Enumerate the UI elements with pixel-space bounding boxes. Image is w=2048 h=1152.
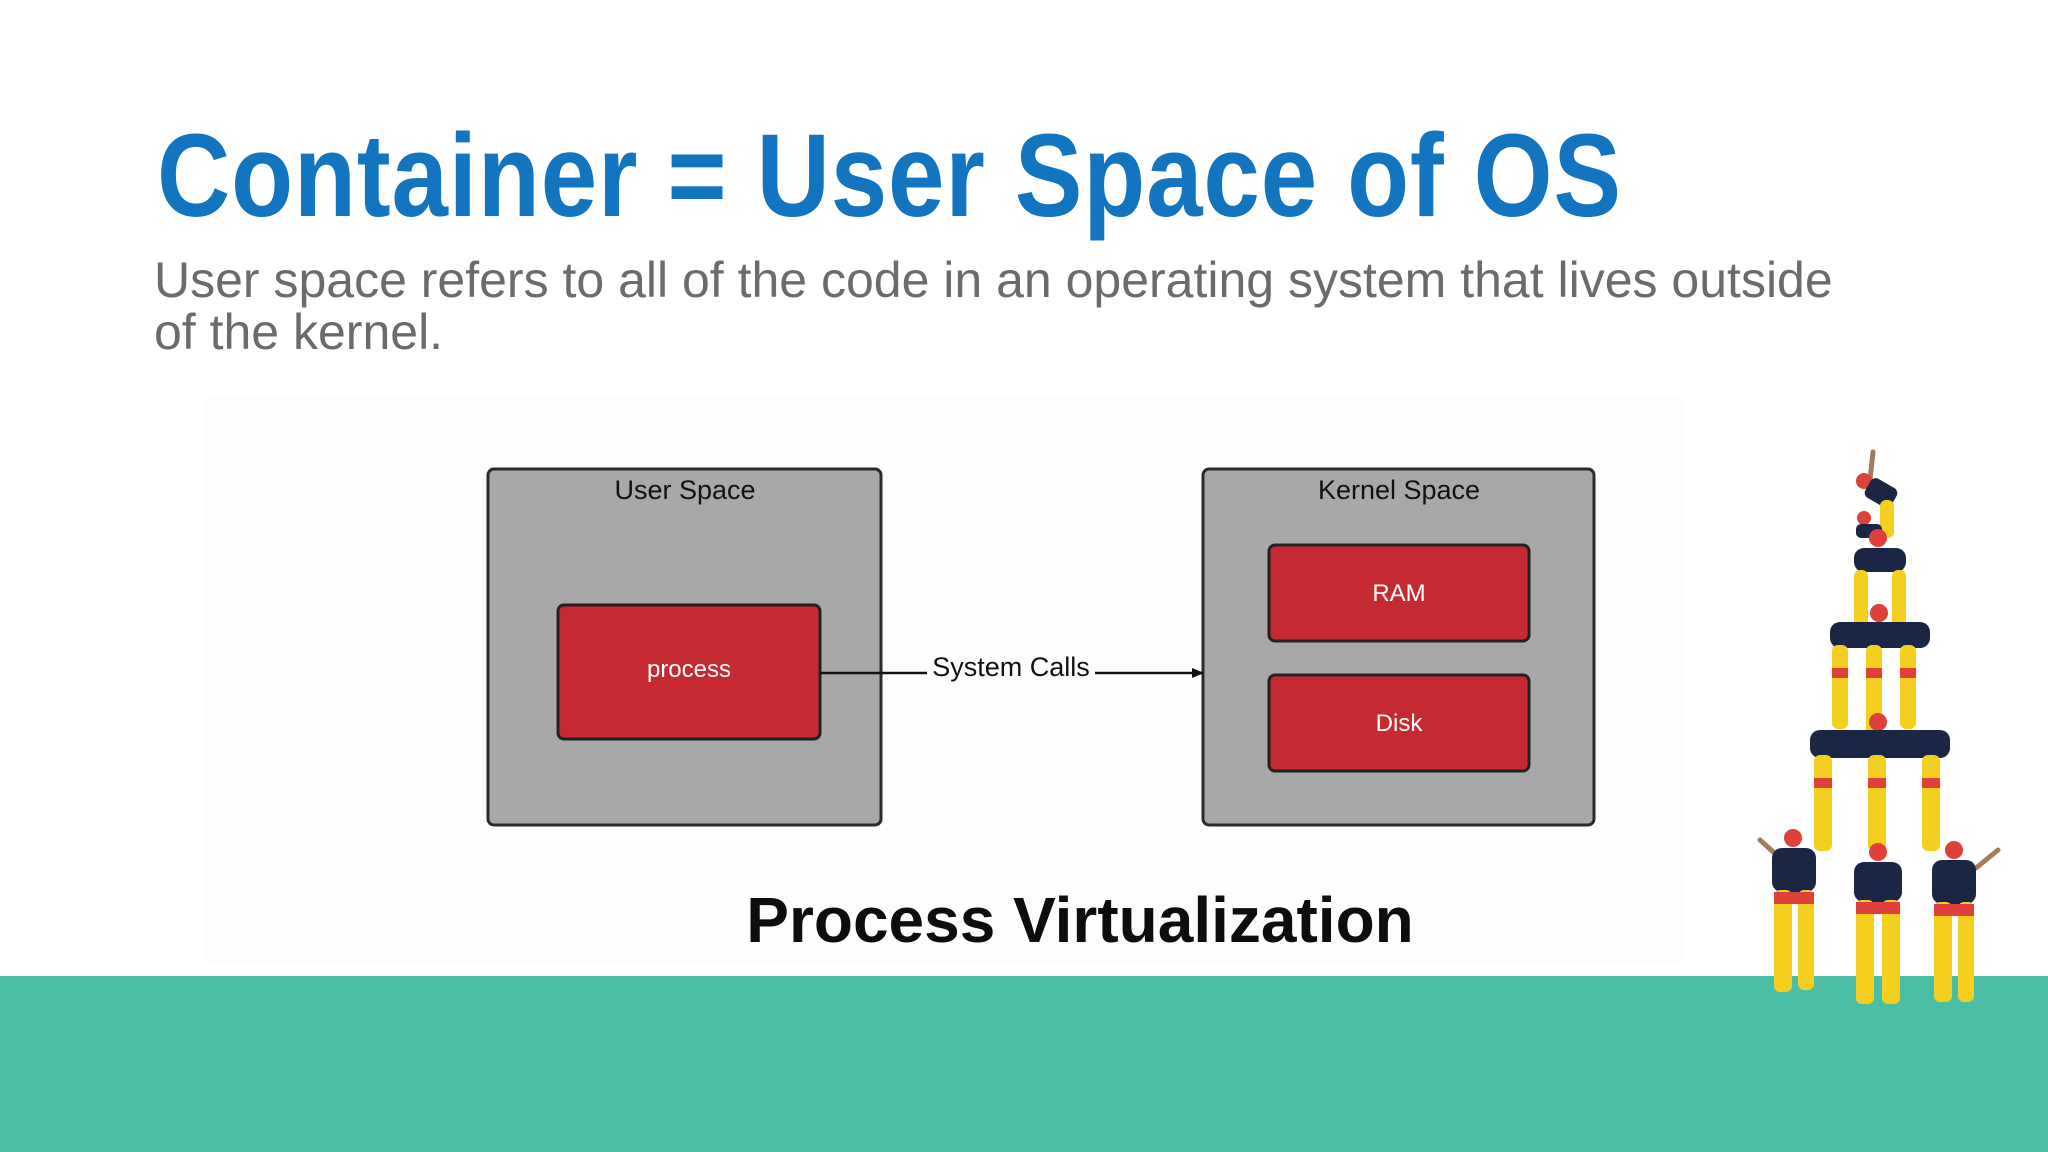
diagram-caption: Process Virtualization <box>746 884 1414 956</box>
process-label: process <box>647 656 731 683</box>
kernel-space-label: Kernel Space <box>1318 475 1480 505</box>
user-space-label: User Space <box>614 475 755 505</box>
human-tower-illustration <box>1757 449 2001 1004</box>
disk-box <box>1267 673 1531 773</box>
ram-box <box>1267 543 1531 643</box>
slide-subtitle: User space refers to all of the code in … <box>154 252 1833 360</box>
system-calls-label: System Calls <box>932 652 1090 682</box>
slide-title: Container = User Space of OS <box>157 110 1622 242</box>
ram-label: RAM <box>1372 580 1425 607</box>
diagram-svg: User Space process Kernel Space RAM Disk… <box>486 467 1596 827</box>
ground-band <box>0 976 2048 1152</box>
diagram-figure: User Space process Kernel Space RAM Disk… <box>205 397 1685 963</box>
disk-label: Disk <box>1376 710 1424 737</box>
